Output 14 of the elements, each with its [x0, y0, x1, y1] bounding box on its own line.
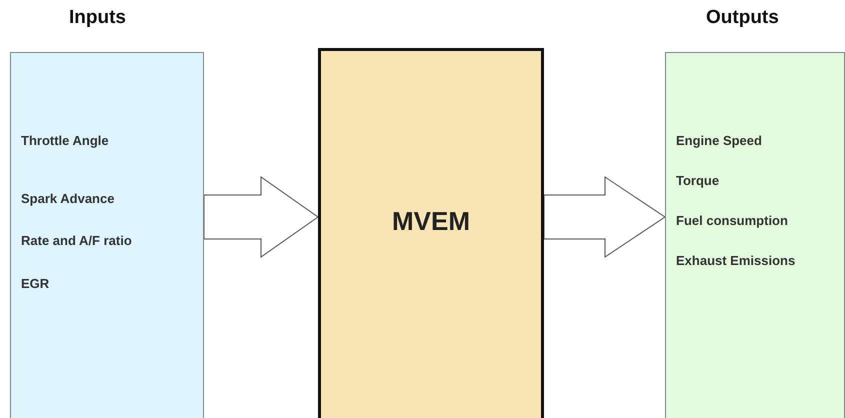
signal-label: EGR — [21, 276, 50, 291]
signal-label: Rate and A/F ratio — [21, 233, 132, 248]
block-arrow — [204, 176, 319, 258]
model-box — [318, 48, 544, 418]
signal-label: Exhaust Emissions — [676, 253, 796, 268]
panel-heading: Inputs — [69, 7, 126, 29]
signal-label: Torque — [676, 173, 720, 188]
signal-label: Spark Advance — [21, 191, 114, 206]
panel-heading: Outputs — [706, 7, 779, 29]
signal-label: Engine Speed — [676, 133, 762, 148]
model-label: MVEM — [391, 206, 471, 237]
signal-label: Fuel consumption — [676, 213, 788, 228]
signal-label: Throttle Angle — [21, 133, 109, 148]
block-arrow — [544, 176, 666, 258]
